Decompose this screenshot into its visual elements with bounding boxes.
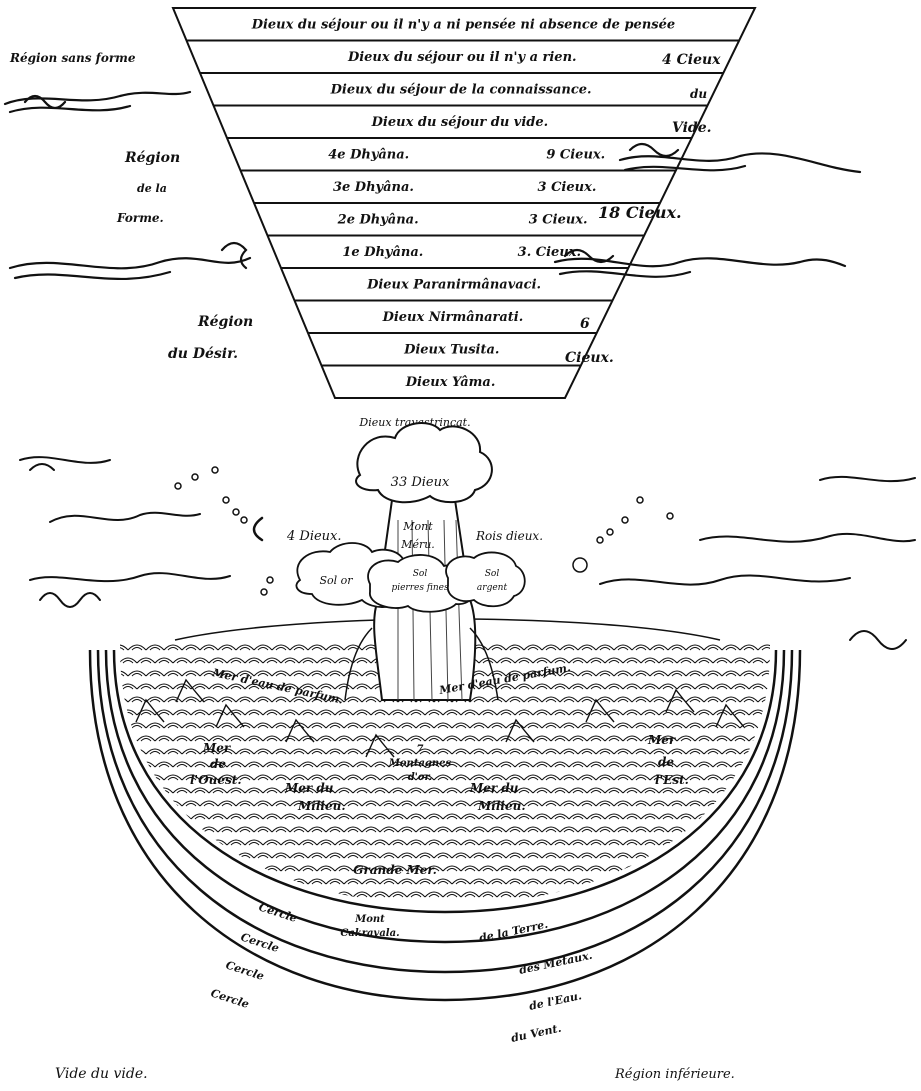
- cloud-sky-5: [600, 575, 850, 584]
- tier-label: Dieux Paranirmânavaci.: [366, 277, 541, 292]
- tier-count-label: 9 Cieux.: [546, 147, 605, 162]
- circle-vent-left-label: Cercle: [209, 986, 251, 1011]
- tier-label: 1e Dhyâna.: [342, 245, 423, 260]
- cloud-sol-argent: [446, 552, 525, 606]
- circle-eau-right-label: de l'Eau.: [528, 989, 583, 1013]
- region-forme-label-1: Région: [124, 150, 180, 166]
- region-forme-label-2: de la: [137, 182, 167, 195]
- cloud-sky-4: [40, 593, 100, 607]
- moon-crescent: [254, 518, 262, 540]
- circle-metaux-right-label: des Métaux.: [518, 949, 594, 977]
- gold-mountains-label-1: 7: [417, 744, 424, 755]
- region-sans-forme-label: Région sans forme: [9, 51, 136, 65]
- meru-center-label-2: Méru.: [400, 538, 435, 551]
- tier-label: 4e Dhyâna.: [328, 147, 409, 162]
- region-desir-label-1: Région: [197, 314, 253, 330]
- sol-pierres-label-2: pierres fines: [391, 583, 449, 593]
- east-sea-label-3: l'Est.: [655, 773, 689, 787]
- cloud-sky-7: [820, 477, 915, 481]
- cloud-sky-1: [20, 457, 110, 470]
- cloud-sky-2: [50, 513, 200, 522]
- sol-or-label: Sol or: [319, 574, 353, 587]
- circle-metaux-left-label: Cercle: [239, 930, 281, 955]
- four-gods-label: 4 Dieux.: [286, 529, 342, 544]
- meru-top-label: 33 Dieux: [391, 475, 450, 490]
- meru-center-label-1: Mont: [402, 520, 433, 533]
- region-forme-label-3: Forme.: [116, 211, 164, 225]
- vide-count-label-1: 4 Cieux: [662, 52, 721, 68]
- tier-label: Dieux du séjour de la connaissance.: [330, 82, 592, 97]
- tier-label: Dieux du séjour ou il n'y a rien.: [347, 50, 577, 65]
- circle-terre-left-label: Cercle: [257, 900, 299, 925]
- region-desir-label-2: du Désir.: [168, 346, 238, 362]
- void-label: Vide du vide.: [55, 1066, 148, 1082]
- middle-sea-left-label-1: Mer du: [284, 781, 334, 795]
- summit-cloud: [356, 423, 492, 502]
- cloud-sky-3: [30, 573, 230, 581]
- cakravala-label-1: Mont: [354, 914, 385, 925]
- vide-count-label-3: Vide.: [672, 120, 712, 136]
- sol-argent-label-2: argent: [477, 583, 508, 593]
- tier-label: Dieux Yâma.: [405, 375, 496, 390]
- vide-count-label-2: du: [690, 87, 707, 101]
- tier-label: Dieux Tusita.: [403, 342, 499, 357]
- cakravala-label-2: Cakravala.: [340, 928, 399, 939]
- tier-label: Dieux du séjour du vide.: [371, 115, 549, 130]
- tier-label: 3e Dhyâna.: [333, 180, 414, 195]
- sol-pierres-label-1: Sol: [413, 569, 428, 579]
- great-sea-label: Grande Mer.: [353, 863, 437, 877]
- east-sea-label-2: de: [658, 755, 674, 769]
- lower-region-label: Région inférieure.: [614, 1067, 735, 1082]
- cloud-left-upper: [5, 92, 190, 104]
- desir-count-label-1: 6: [580, 316, 590, 332]
- circle-vent-right-label: du Vent.: [510, 1022, 563, 1045]
- middle-sea-right-label-1: Mer du: [469, 781, 519, 795]
- east-sea-label-1: Mer: [647, 733, 677, 747]
- circle-terre-right-label: de la Terre.: [478, 918, 549, 945]
- west-sea-label-2: de: [210, 757, 226, 771]
- circle-vent: [90, 650, 800, 1000]
- tier-count-label: 3 Cieux.: [538, 180, 597, 195]
- tier-label: Dieux du séjour ou il n'y a ni pensée ni…: [251, 17, 675, 32]
- forme-count-label: 18 Cieux.: [598, 203, 682, 222]
- world-circles: [90, 650, 800, 1000]
- king-gods-label: Rois dieux.: [475, 529, 543, 543]
- circle-eau-left-label: Cercle: [224, 958, 266, 983]
- tier-label: 2e Dhyâna.: [337, 212, 419, 227]
- middle-sea-right-label-2: Milieu.: [477, 799, 526, 813]
- cloud-left-lower: [10, 258, 250, 268]
- middle-sea-left-label-2: Milieu.: [297, 799, 346, 813]
- tier-label: Dieux Nirmânarati.: [382, 310, 524, 325]
- west-sea-label-1: Mer: [202, 741, 232, 755]
- cloud-right-upper: [620, 153, 860, 172]
- gold-mountains-label-3: d'or.: [408, 772, 433, 783]
- cloud-sky-6: [700, 534, 915, 542]
- tier-count-label: 3 Cieux.: [529, 212, 588, 227]
- sol-argent-label-1: Sol: [485, 569, 500, 579]
- west-sea-label-3: l'Ouest.: [190, 773, 242, 787]
- desir-count-label-2: Cieux.: [565, 350, 614, 366]
- cloud-sky-8: [850, 631, 906, 649]
- gold-mountains-label-2: Montagnes: [388, 758, 452, 769]
